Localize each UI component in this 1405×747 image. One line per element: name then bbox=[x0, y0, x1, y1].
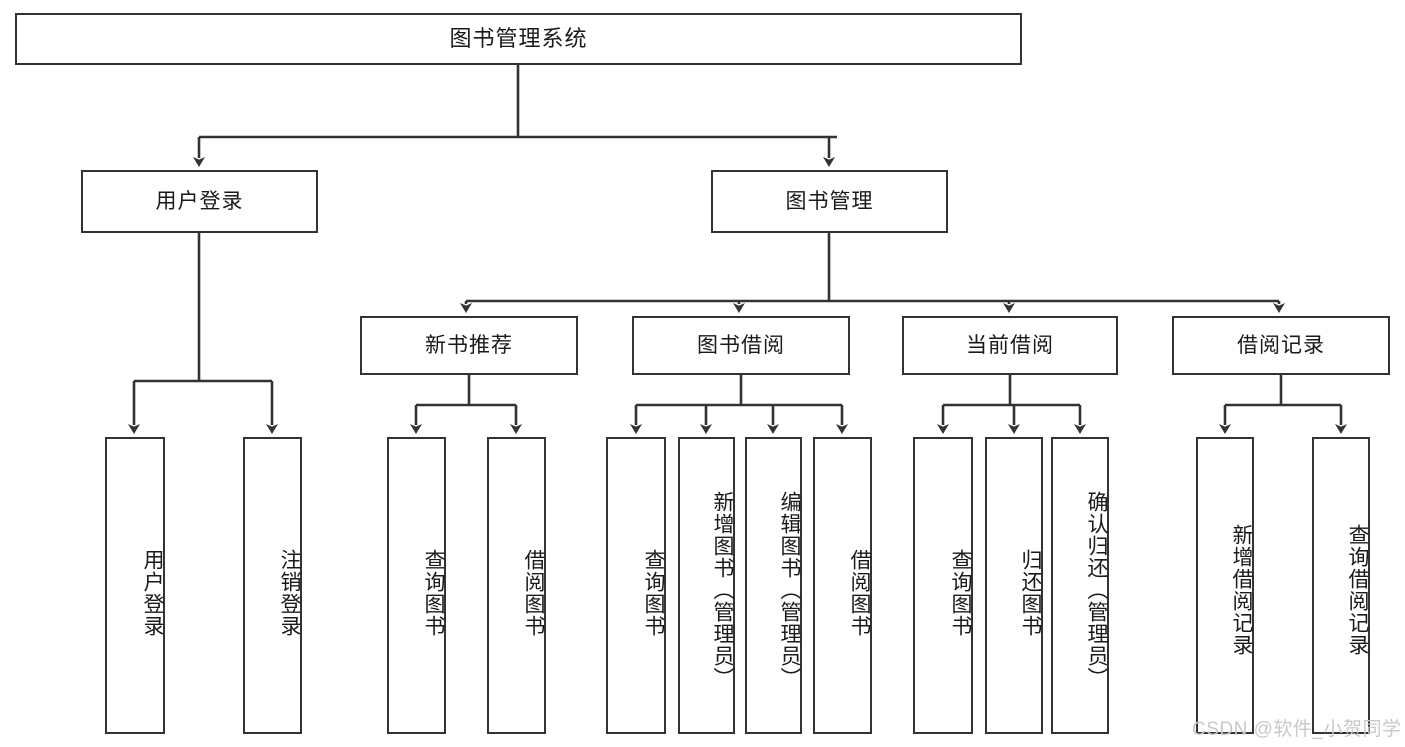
node-label: 新增借阅记录 bbox=[1230, 523, 1253, 656]
leaf-borrow-book[interactable]: 借阅图书 bbox=[813, 437, 872, 734]
node-label: 新增图书（管理员） bbox=[711, 490, 734, 689]
node-label: 注销登录 bbox=[278, 548, 301, 637]
leaf-query-borrow-record[interactable]: 查询借阅记录 bbox=[1312, 437, 1370, 734]
node-book-management[interactable]: 图书管理 bbox=[711, 170, 948, 233]
csdn-watermark: CSDN @软件_小贺同学 bbox=[1192, 719, 1402, 740]
node-root-system[interactable]: 图书管理系统 bbox=[15, 13, 1022, 65]
borrow-to-leaves-links bbox=[630, 375, 848, 434]
leaf-query-book-recommend[interactable]: 查询图书 bbox=[387, 437, 446, 734]
node-label: 新书推荐 bbox=[425, 333, 513, 357]
node-user-login[interactable]: 用户登录 bbox=[81, 170, 318, 233]
node-label: 图书借阅 bbox=[697, 333, 785, 357]
node-label: 图书管理系统 bbox=[449, 25, 588, 51]
node-label: 查询图书 bbox=[949, 548, 972, 637]
leaf-return-book[interactable]: 归还图书 bbox=[985, 437, 1043, 734]
login-to-leaves-links bbox=[128, 233, 278, 434]
node-label: 当前借阅 bbox=[966, 333, 1054, 357]
leaf-add-borrow-record[interactable]: 新增借阅记录 bbox=[1196, 437, 1254, 734]
leaf-query-book-borrow[interactable]: 查询图书 bbox=[606, 437, 666, 734]
node-new-book-recommend[interactable]: 新书推荐 bbox=[360, 316, 578, 375]
node-label: 编辑图书（管理员） bbox=[778, 490, 801, 689]
node-label: 图书管理 bbox=[785, 189, 874, 213]
leaf-confirm-return-admin[interactable]: 确认归还（管理员） bbox=[1051, 437, 1109, 734]
node-label: 借阅记录 bbox=[1237, 333, 1325, 357]
record-to-leaves-links bbox=[1219, 375, 1347, 434]
node-label: 借阅图书 bbox=[522, 548, 545, 637]
node-label: 查询图书 bbox=[642, 548, 665, 637]
leaf-borrow-book-recommend[interactable]: 借阅图书 bbox=[487, 437, 546, 734]
level2-to-level3-links bbox=[460, 233, 1285, 313]
leaf-logout[interactable]: 注销登录 bbox=[243, 437, 302, 734]
node-label: 查询图书 bbox=[422, 548, 445, 637]
current-to-leaves-links bbox=[937, 375, 1086, 434]
node-borrow-record[interactable]: 借阅记录 bbox=[1172, 316, 1390, 375]
newbook-to-leaves-links bbox=[410, 375, 522, 434]
root-to-level2-links bbox=[193, 65, 837, 167]
node-label: 查询借阅记录 bbox=[1346, 523, 1369, 656]
node-label: 确认归还（管理员） bbox=[1085, 490, 1108, 689]
node-label: 归还图书 bbox=[1019, 548, 1042, 637]
node-label: 用户登录 bbox=[141, 548, 164, 637]
node-label: 借阅图书 bbox=[848, 548, 871, 637]
leaf-query-book-current[interactable]: 查询图书 bbox=[913, 437, 973, 734]
leaf-edit-book-admin[interactable]: 编辑图书（管理员） bbox=[745, 437, 802, 734]
node-book-borrow[interactable]: 图书借阅 bbox=[632, 316, 850, 375]
node-label: 用户登录 bbox=[155, 189, 244, 213]
node-current-borrow[interactable]: 当前借阅 bbox=[902, 316, 1118, 375]
leaf-add-book-admin[interactable]: 新增图书（管理员） bbox=[678, 437, 735, 734]
leaf-user-login[interactable]: 用户登录 bbox=[105, 437, 165, 734]
